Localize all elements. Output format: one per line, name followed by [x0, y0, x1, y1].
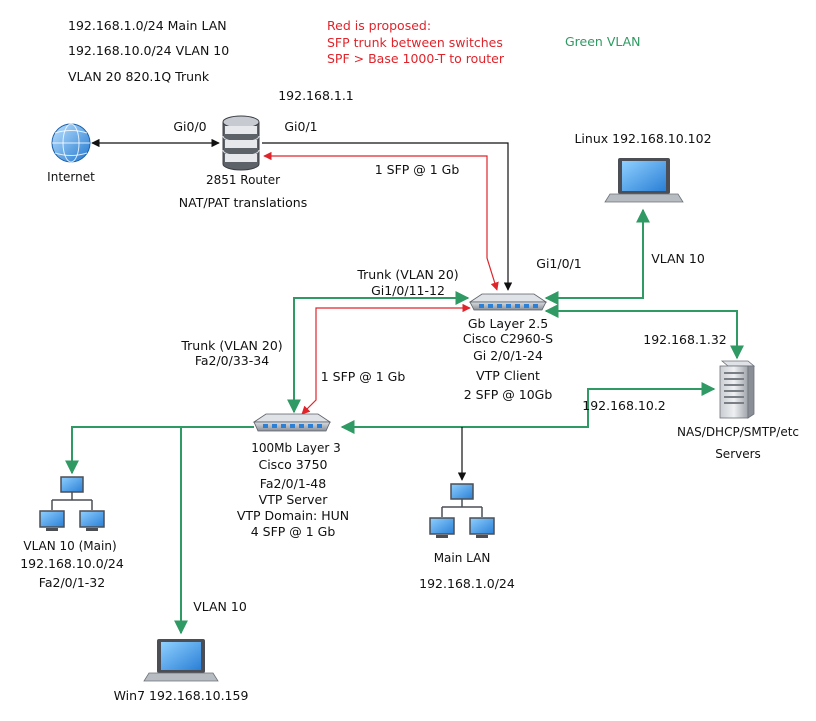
c2960-line-1: Gb Layer 2.5: [468, 316, 548, 331]
c3750-line-4: VTP Server: [259, 492, 329, 507]
router-port-left: Gi0/0: [173, 119, 206, 134]
router-port-right: Gi0/1: [284, 119, 317, 134]
router-ip: 192.168.1.1: [278, 88, 354, 103]
server-ip-top: 192.168.1.32: [643, 332, 727, 347]
mainlan-group-line-2: 192.168.1.0/24: [419, 576, 515, 591]
legend-red-2: SFP trunk between switches: [327, 35, 503, 50]
linux-label: Linux 192.168.10.102: [574, 131, 711, 146]
c3750-line-1: 100Mb Layer 3: [251, 441, 341, 455]
vlan10-group-line-3: Fa2/0/1-32: [39, 575, 105, 590]
laptop-icon: [143, 639, 219, 682]
gi-port-label: Gi1/0/1: [536, 256, 581, 271]
servers-line-2: Servers: [715, 447, 761, 461]
vlan10-group-line-2: 192.168.10.0/24: [20, 556, 124, 571]
c2960-line-4: VTP Client: [476, 368, 540, 383]
network-icon: [429, 483, 495, 538]
router-nat: NAT/PAT translations: [179, 195, 307, 210]
router-icon: [222, 115, 260, 171]
link-router-c2960: [262, 142, 513, 291]
legend-red-3: SPF > Base 1000-T to router: [327, 51, 505, 66]
globe-icon: [51, 123, 91, 163]
router-label: 2851 Router: [206, 173, 280, 187]
servers-line-1: NAS/DHCP/SMTP/etc: [677, 425, 799, 439]
c3750-line-6: 4 SFP @ 1 Gb: [251, 524, 336, 539]
sfp-label-top: 1 SFP @ 1 Gb: [375, 162, 460, 177]
c2960-line-5: 2 SFP @ 10Gb: [464, 387, 553, 402]
vlan10-group-line-1: VLAN 10 (Main): [23, 539, 116, 553]
sfp-label-mid: 1 SFP @ 1 Gb: [321, 369, 406, 384]
switch-icon: [252, 413, 332, 432]
internet-label: Internet: [47, 170, 95, 184]
link-trunk-vlan20: [287, 291, 470, 414]
server-ip-bottom: 192.168.10.2: [582, 398, 666, 413]
link-c2960-linux: [544, 208, 650, 305]
win7-label: Win7 192.168.10.159: [114, 688, 249, 703]
trunk-left-1: Trunk (VLAN 20): [180, 338, 282, 353]
server-icon: [719, 360, 756, 419]
network-icon: [39, 476, 105, 531]
link-proposed-switch-sfp: [301, 303, 471, 415]
laptop-icon: [604, 158, 684, 203]
link-3750-vlan10group: [65, 426, 254, 475]
linux-vlan-label: VLAN 10: [651, 251, 705, 266]
switch-icon: [468, 293, 548, 311]
legend-main-lan: 192.168.1.0/24 Main LAN: [68, 18, 227, 33]
legend-green-vlan: Green VLAN: [565, 34, 641, 49]
connections: [65, 138, 744, 635]
link-3750-servers: [340, 382, 716, 434]
c3750-line-5: VTP Domain: HUN: [237, 508, 349, 523]
c2960-line-2: Cisco C2960-S: [463, 331, 553, 346]
win7-vlan-label: VLAN 10: [193, 599, 247, 614]
c2960-line-3: Gi 2/0/1-24: [473, 348, 543, 363]
c3750-line-3: Fa2/0/1-48: [260, 476, 326, 491]
legend-vlan20: VLAN 20 820.1Q Trunk: [68, 69, 210, 84]
trunk-top-2: Gi1/0/11-12: [371, 283, 445, 298]
link-proposed-router-sfp: [263, 151, 499, 291]
trunk-left-2: Fa2/0/33-34: [195, 353, 269, 368]
legend-vlan10: 192.168.10.0/24 VLAN 10: [68, 43, 229, 58]
trunk-top-1: Trunk (VLAN 20): [356, 267, 458, 282]
mainlan-group-line-1: Main LAN: [434, 551, 491, 565]
c3750-line-2: Cisco 3750: [258, 457, 327, 472]
link-c2960-servers: [544, 304, 744, 360]
legend-red-1: Red is proposed:: [327, 18, 431, 33]
